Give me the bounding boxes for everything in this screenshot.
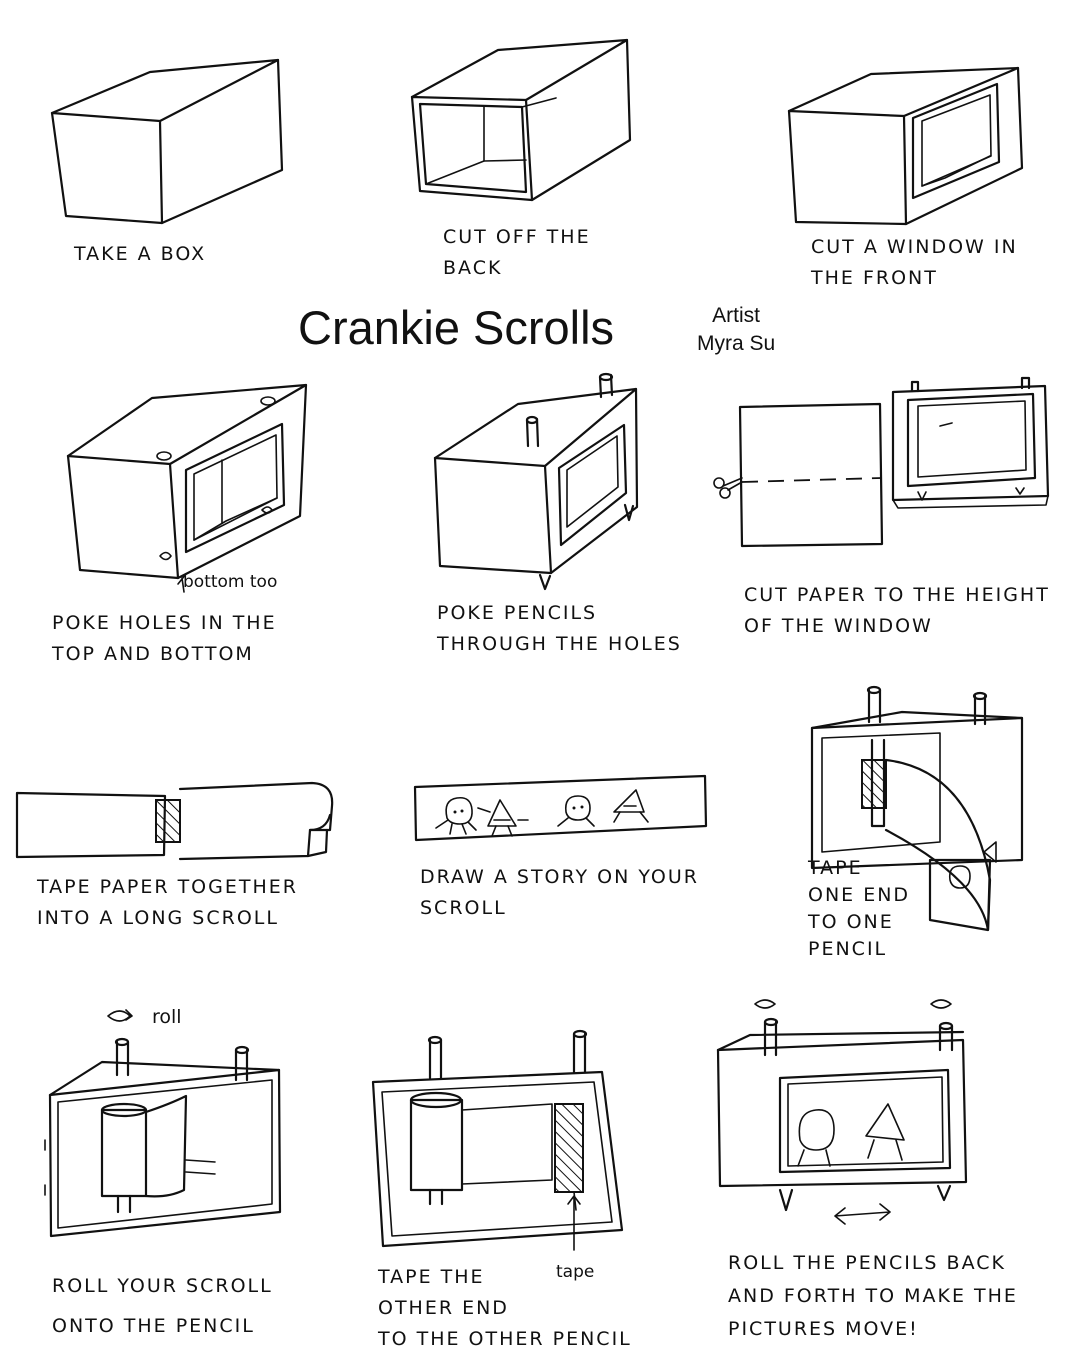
story-character-triangle <box>478 800 528 836</box>
step-6-caption: CUT PAPER TO THE HEIGHT OF THE WINDOW <box>744 584 1050 637</box>
step-11-tape-other-end-drawing <box>373 1031 622 1250</box>
rotate-arrow-icon <box>755 1000 951 1008</box>
rotate-arrow-icon <box>108 1010 132 1021</box>
double-arrow-icon <box>835 1204 890 1224</box>
step-1-closed-box-drawing <box>52 60 282 223</box>
step-9-tape-one-end-drawing <box>812 687 1022 930</box>
step-5-pencils-box-drawing <box>435 374 637 589</box>
artist-label: Artist <box>712 304 761 327</box>
step-7-long-scroll-drawing <box>17 783 332 859</box>
step-9-caption: TAPE ONE END TO ONE PENCIL <box>808 857 911 960</box>
story-character-round <box>558 796 594 826</box>
step-10-caption: ROLL YOUR SCROLL ONTO THE PENCIL <box>52 1275 273 1337</box>
step-8-story-scroll-drawing <box>415 776 706 840</box>
step-2-open-back-box-drawing <box>412 40 630 200</box>
step-3-window-box-drawing <box>789 68 1022 224</box>
step-12-finished-crankie-drawing <box>718 1000 966 1224</box>
artist-credit: Artist Myra Su <box>697 302 775 358</box>
step-8-caption: DRAW A STORY ON YOUR SCROLL <box>420 866 699 919</box>
step-4-note: bottom too <box>183 572 278 592</box>
step-5-caption: POKE PENCILS THROUGH THE HOLES <box>437 602 682 655</box>
step-4-caption: POKE HOLES IN THE TOP AND BOTTOM <box>52 612 277 665</box>
step-10-roll-scroll-drawing <box>45 1010 280 1236</box>
step-3-caption: CUT A WINDOW IN THE FRONT <box>811 236 1018 289</box>
step-12-caption: ROLL THE PENCILS BACK AND FORTH TO MAKE … <box>728 1252 1018 1340</box>
step-10-note: roll <box>152 1006 182 1028</box>
step-1-caption: TAKE A BOX <box>74 243 207 265</box>
step-2-caption: CUT OFF THE BACK <box>443 226 591 279</box>
step-4-holes-box-drawing <box>68 385 306 592</box>
artist-name: Myra Su <box>697 332 776 355</box>
story-character-right-triangle <box>614 790 648 822</box>
step-11-note: tape <box>556 1262 595 1282</box>
step-7-caption: TAPE PAPER TOGETHER INTO A LONG SCROLL <box>37 876 298 929</box>
story-character-left <box>436 798 476 834</box>
scissors-icon <box>714 478 742 498</box>
step-11-caption: TAPE THE OTHER END TO THE OTHER PENCIL <box>378 1266 632 1350</box>
step-6-cut-paper-drawing <box>714 378 1048 546</box>
page-title: Crankie Scrolls <box>298 301 615 354</box>
